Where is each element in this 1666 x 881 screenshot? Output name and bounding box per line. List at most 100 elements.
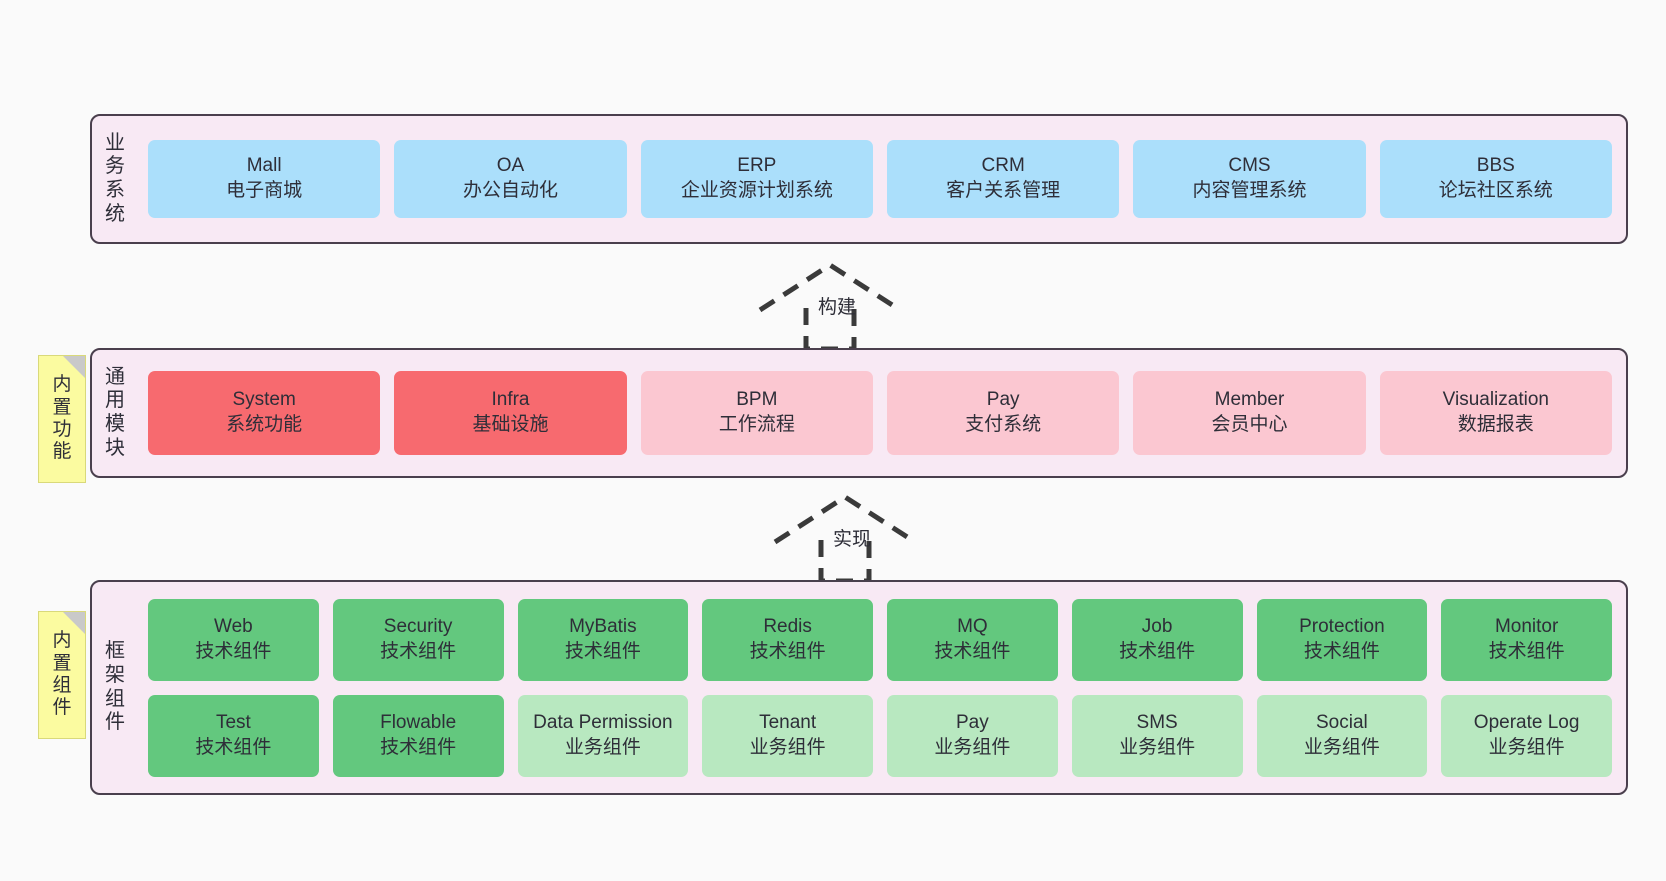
card-name: System (232, 389, 296, 411)
framework-row-business: Test 技术组件 Flowable 技术组件 Data Permission … (148, 694, 1612, 777)
card-name: CMS (1228, 155, 1271, 177)
card-name: Tenant (759, 711, 817, 733)
card-security[interactable]: Security 技术组件 (332, 598, 504, 681)
layer-title-char: 用 (105, 389, 125, 412)
layer-title-char: 通 (105, 365, 125, 388)
card-infra[interactable]: Infra 基础设施 (394, 371, 627, 455)
card-name: Protection (1299, 615, 1385, 637)
card-name: SMS (1136, 711, 1178, 733)
card-desc: 系统功能 (226, 414, 303, 435)
layer-panel-business-system: 业 务 系 统 Mall 电子商城 OA 办公自动化 ERP 企业资源计划系统 … (90, 114, 1628, 244)
card-pay-component[interactable]: Pay 业务组件 (887, 694, 1058, 777)
card-desc: 技术组件 (1303, 640, 1380, 662)
layer-body-framework-component: Web 技术组件 Security 技术组件 MyBatis 技术组件 Redi… (138, 582, 1626, 793)
card-name: BPM (736, 389, 778, 411)
card-name: Job (1141, 615, 1173, 637)
card-desc: 工作流程 (718, 414, 795, 435)
card-test[interactable]: Test 技术组件 (148, 694, 319, 777)
card-name: Visualization (1442, 389, 1549, 411)
layer-title-char: 业 (105, 131, 125, 154)
card-bpm[interactable]: BPM 工作流程 (640, 371, 873, 455)
card-visualization[interactable]: Visualization 数据报表 (1379, 371, 1612, 455)
note-char: 件 (52, 697, 72, 719)
layer-title-char: 件 (105, 711, 125, 734)
layer-title-business-system: 业 务 系 统 (92, 116, 138, 242)
note-char: 组 (52, 675, 72, 696)
layer-title-char: 块 (105, 436, 125, 459)
card-desc: 支付系统 (965, 414, 1042, 435)
card-mq[interactable]: MQ 技术组件 (887, 598, 1058, 681)
card-operate-log[interactable]: Operate Log 业务组件 (1441, 694, 1612, 777)
card-cms[interactable]: CMS 内容管理系统 (1133, 140, 1366, 218)
card-job[interactable]: Job 技术组件 (1071, 598, 1243, 681)
layer-title-char: 组 (105, 687, 125, 710)
card-data-permission[interactable]: Data Permission 业务组件 (517, 694, 689, 777)
framework-row-technical: Web 技术组件 Security 技术组件 MyBatis 技术组件 Redi… (148, 598, 1612, 681)
sticky-note-builtin-components: 内 置 组 件 (38, 611, 86, 739)
card-name: Member (1214, 389, 1285, 411)
card-erp[interactable]: ERP 企业资源计划系统 (640, 140, 873, 218)
connector-label-build: 构建 (818, 297, 857, 318)
card-desc: 业务组件 (1119, 736, 1196, 758)
connector-label-implement: 实现 (833, 529, 872, 550)
layer-panel-framework-component: 框 架 组 件 Web 技术组件 Security 技术组件 MyBatis 技… (90, 580, 1628, 795)
card-mall[interactable]: Mall 电子商城 (148, 140, 381, 218)
layer-panel-common-module: 通 用 模 块 System 系统功能 Infra 基础设施 BPM 工作流程 … (90, 348, 1628, 478)
card-name: Security (383, 615, 453, 637)
card-monitor[interactable]: Monitor 技术组件 (1441, 598, 1612, 681)
layer-title-char: 系 (105, 179, 125, 201)
card-desc: 电子商城 (226, 180, 303, 201)
card-bbs[interactable]: BBS 论坛社区系统 (1379, 140, 1612, 218)
card-oa[interactable]: OA 办公自动化 (394, 140, 627, 218)
layer-title-char: 务 (105, 155, 125, 178)
card-desc: 数据报表 (1457, 414, 1534, 435)
layer-title-char: 模 (105, 413, 125, 435)
note-char: 内 (52, 630, 72, 652)
card-desc: 业务组件 (564, 736, 641, 758)
card-name: Mall (246, 155, 282, 177)
note-char: 能 (52, 441, 72, 463)
card-desc: 会员中心 (1211, 414, 1288, 435)
note-char: 置 (52, 396, 72, 418)
sticky-note-builtin-features: 内 置 功 能 (38, 355, 86, 483)
card-desc: 业务组件 (934, 736, 1011, 758)
note-fold-corner (63, 356, 85, 378)
card-protection[interactable]: Protection 技术组件 (1256, 598, 1428, 681)
card-name: CRM (981, 155, 1025, 177)
card-desc: 业务组件 (749, 736, 826, 758)
card-desc: 技术组件 (195, 640, 272, 662)
layer-body-common-module: System 系统功能 Infra 基础设施 BPM 工作流程 Pay 支付系统… (138, 350, 1626, 476)
card-desc: 技术组件 (564, 640, 641, 662)
card-desc: 业务组件 (1303, 736, 1380, 758)
card-sms[interactable]: SMS 业务组件 (1071, 694, 1243, 777)
card-name: Redis (763, 615, 812, 637)
card-name: Social (1316, 711, 1368, 733)
card-desc: 技术组件 (934, 640, 1011, 662)
card-flowable[interactable]: Flowable 技术组件 (332, 694, 504, 777)
card-desc: 技术组件 (1488, 640, 1565, 662)
card-name: Infra (491, 389, 530, 411)
card-member[interactable]: Member 会员中心 (1133, 371, 1366, 455)
card-crm[interactable]: CRM 客户关系管理 (886, 140, 1120, 218)
card-tenant[interactable]: Tenant 业务组件 (702, 694, 873, 777)
card-name: Web (214, 615, 253, 637)
card-social[interactable]: Social 业务组件 (1256, 694, 1428, 777)
card-redis[interactable]: Redis 技术组件 (702, 598, 873, 681)
card-name: Pay (956, 711, 989, 733)
card-mybatis[interactable]: MyBatis 技术组件 (517, 598, 689, 681)
card-desc: 客户关系管理 (946, 180, 1061, 201)
layer-title-common-module: 通 用 模 块 (92, 350, 138, 476)
layer-title-char: 架 (105, 663, 125, 686)
card-web[interactable]: Web 技术组件 (148, 598, 319, 681)
layer-title-char: 统 (105, 202, 125, 225)
card-system[interactable]: System 系统功能 (148, 371, 381, 455)
card-desc: 技术组件 (749, 640, 826, 662)
note-char: 功 (52, 419, 72, 440)
note-char: 内 (52, 374, 72, 396)
card-name: BBS (1476, 155, 1515, 177)
card-name: MQ (957, 615, 988, 637)
card-desc: 论坛社区系统 (1438, 180, 1553, 201)
card-pay-module[interactable]: Pay 支付系统 (886, 371, 1120, 455)
card-name: Test (215, 711, 251, 733)
